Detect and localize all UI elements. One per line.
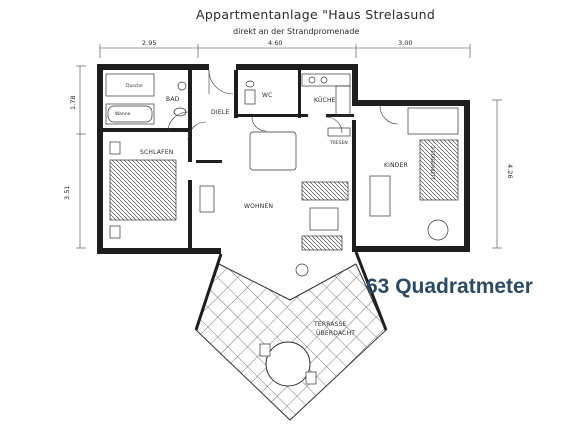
- room-label-wc: WC: [262, 92, 273, 99]
- kids-room-furniture: [369, 107, 459, 241]
- plan-title: Appartmentanlage "Haus Strelasund: [196, 7, 436, 22]
- room-label-kueche: KÜCHE: [314, 97, 336, 104]
- dimension-top-middle: 4.60: [268, 39, 283, 47]
- room-label-bad: BAD: [166, 96, 180, 103]
- fixture-label-wanne: Wanne: [115, 112, 131, 117]
- room-label-schlafen: SCHLAFEN: [140, 149, 174, 156]
- bath-fixtures: [105, 73, 256, 125]
- fixture-label-dusche: Dusche: [126, 84, 143, 89]
- dimension-top-right: 3.00: [398, 39, 413, 47]
- plan-subtitle: direkt an der Strandpromenade: [233, 27, 360, 36]
- room-label-tresen: TRESEN: [330, 141, 348, 146]
- room-label-wohnen: WOHNEN: [244, 203, 274, 210]
- room-label-kinder: KINDER: [384, 162, 408, 169]
- dimension-left-lower: 3.51: [63, 185, 71, 200]
- door-swings: [167, 69, 399, 141]
- kitchen-fixtures: [301, 73, 351, 137]
- dimension-top-left: 2.95: [142, 39, 157, 47]
- area-label: 63 Quadratmeter: [366, 275, 533, 298]
- room-label-ueberdacht: ÜBERDACHT: [316, 330, 356, 337]
- dimension-lines: [76, 44, 502, 249]
- walls: [97, 64, 470, 254]
- living-furniture: [249, 131, 349, 277]
- bedroom-furniture: [109, 141, 215, 239]
- room-label-terrasse: TERRASSE: [314, 321, 347, 328]
- dimension-right: 4.26: [506, 164, 514, 179]
- fixture-label-etagenbett: 2-ETAGENBETT: [429, 146, 434, 180]
- room-label-diele: DIELE: [211, 109, 230, 116]
- terrace: [194, 251, 388, 421]
- dimension-left-upper: 1.78: [69, 95, 77, 110]
